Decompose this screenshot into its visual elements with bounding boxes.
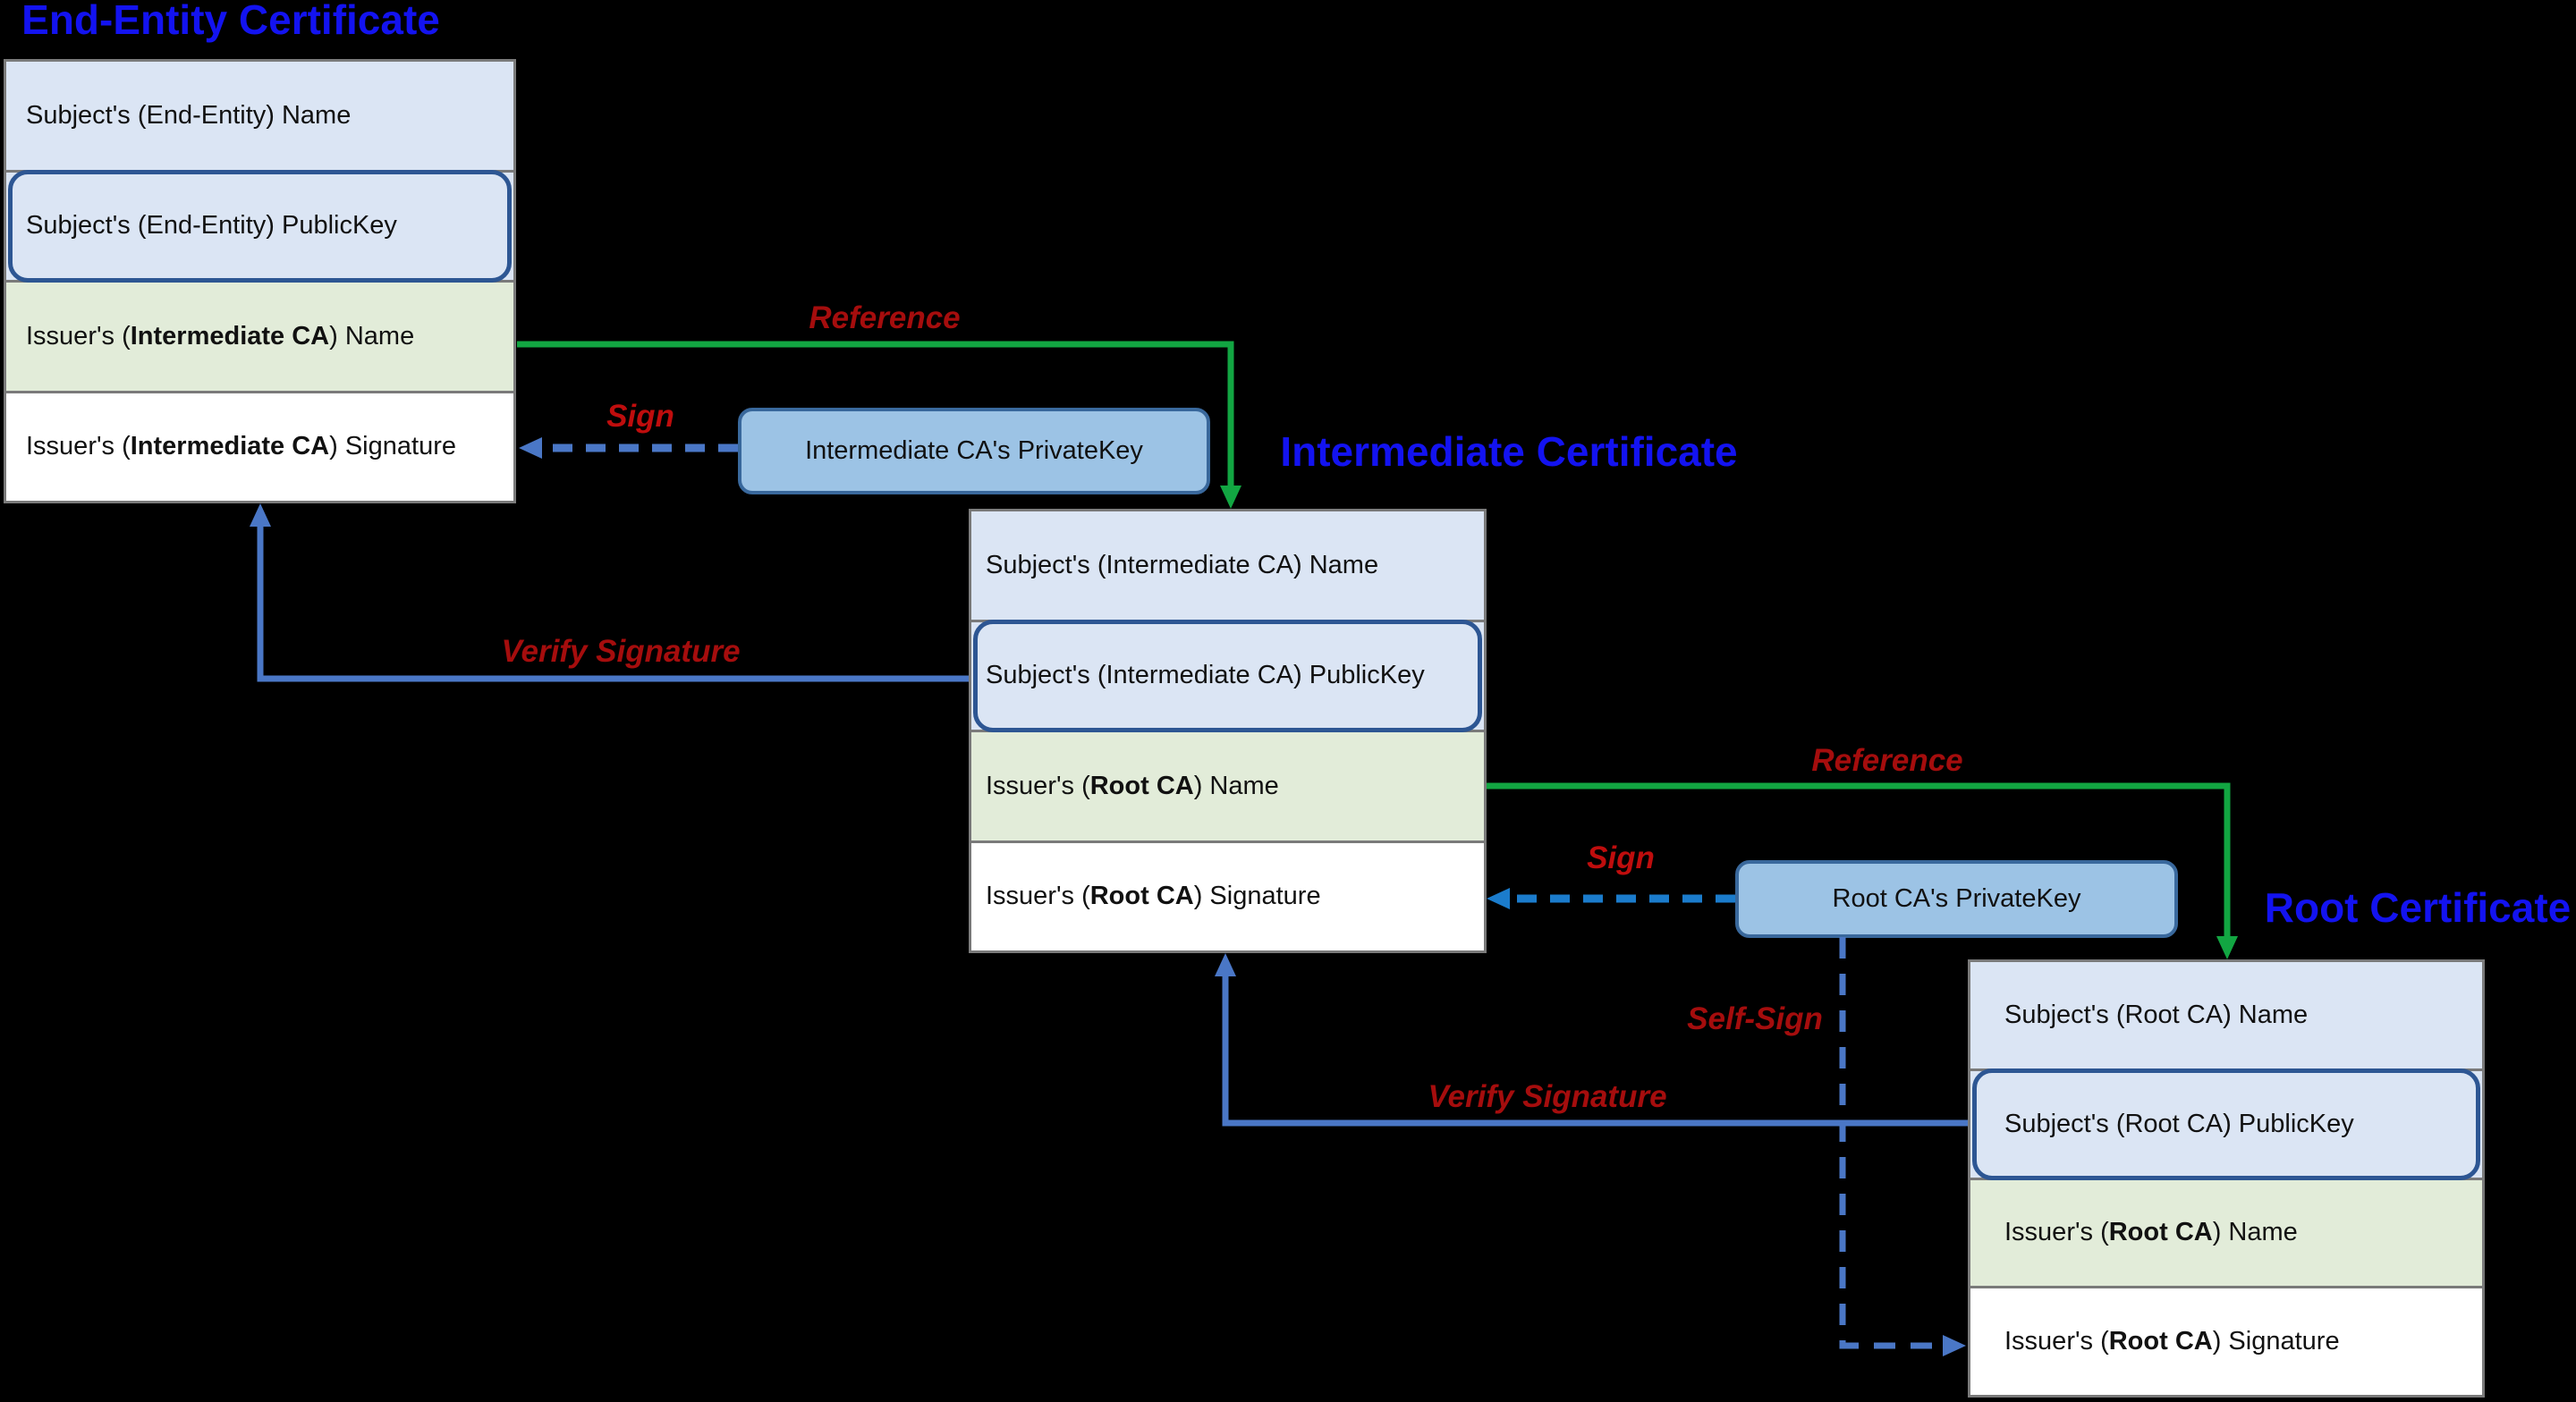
row-label: Subject's (Root CA) PublicKey: [2004, 1109, 2354, 1138]
row-label: Issuer's (Root CA) Name: [1970, 1218, 2298, 1247]
end-entity-issuer-name-row: Issuer's (Intermediate CA) Name: [6, 283, 513, 391]
label-bold: Root CA: [1089, 882, 1194, 911]
root-subject-publickey-row: Subject's (Root CA) PublicKey: [1970, 1068, 2482, 1180]
verify-signature-label-2: Verify Signature: [1428, 1079, 1667, 1114]
root-subject-name-row: Subject's (Root CA) Name: [1970, 962, 2482, 1068]
label-bold: Root CA: [2108, 1218, 2213, 1247]
end-entity-certificate-box: Subject's (End-Entity) Name Subject's (E…: [4, 59, 516, 503]
self-sign-arrow-root-privatekey: [1839, 937, 1966, 1356]
row-label: Subject's (End-Entity) PublicKey: [26, 211, 397, 241]
reference-label-1: Reference: [809, 300, 961, 335]
row-label: Subject's (Intermediate CA) PublicKey: [986, 661, 1425, 690]
root-certificate-box: Subject's (Root CA) Name Subject's (Root…: [1968, 959, 2485, 1398]
sign-label-2: Sign: [1587, 840, 1655, 875]
intermediate-certificate-box: Subject's (Intermediate CA) Name Subject…: [969, 509, 1487, 953]
row-label: Subject's (End-Entity) Name: [26, 100, 352, 130]
row-label: Issuer's (Intermediate CA) Name: [6, 322, 414, 351]
privatekey-label: Intermediate CA's PrivateKey: [805, 436, 1143, 465]
label-bold: Root CA: [1089, 771, 1194, 800]
root-issuer-name-row: Issuer's (Root CA) Name: [1970, 1179, 2482, 1287]
self-sign-label: Self-Sign: [1687, 1001, 1823, 1036]
root-issuer-signature-row: Issuer's (Root CA) Signature: [1970, 1288, 2482, 1395]
intermediate-ca-privatekey-box: Intermediate CA's PrivateKey: [738, 408, 1210, 494]
end-entity-certificate-title: End-Entity Certificate: [21, 0, 440, 43]
label-suffix: ) Signature: [329, 432, 456, 461]
reference-label-2: Reference: [1811, 743, 1963, 778]
verify-signature-label-1: Verify Signature: [501, 634, 741, 669]
label-prefix: Issuer's (: [986, 882, 1090, 911]
label-prefix: Issuer's (: [2004, 1218, 2109, 1247]
end-entity-subject-publickey-row: Subject's (End-Entity) PublicKey: [6, 169, 513, 283]
label-bold: Root CA: [2108, 1327, 2213, 1356]
label-prefix: Issuer's (: [26, 321, 131, 350]
root-certificate-title: Root Certificate: [2264, 884, 2572, 931]
sign-label-1: Sign: [606, 399, 674, 434]
label-prefix: Issuer's (: [986, 771, 1090, 800]
root-ca-privatekey-box: Root CA's PrivateKey: [1735, 860, 2178, 938]
label-suffix: ) Name: [329, 321, 415, 350]
label-bold: Intermediate CA: [130, 321, 330, 350]
intermediate-issuer-name-row: Issuer's (Root CA) Name: [971, 732, 1484, 840]
end-entity-issuer-signature-row: Issuer's (Intermediate CA) Signature: [6, 393, 513, 501]
privatekey-label: Root CA's PrivateKey: [1832, 884, 2081, 913]
row-label: Issuer's (Root CA) Signature: [971, 882, 1321, 911]
row-label: Subject's (Root CA) Name: [2004, 1000, 2309, 1029]
label-suffix: ) Signature: [2212, 1327, 2340, 1356]
label-bold: Intermediate CA: [130, 432, 330, 461]
label-prefix: Issuer's (: [2004, 1327, 2109, 1356]
intermediate-subject-publickey-row: Subject's (Intermediate CA) PublicKey: [971, 619, 1484, 732]
intermediate-certificate-title: Intermediate Certificate: [1280, 428, 1738, 475]
row-label: Issuer's (Root CA) Signature: [1970, 1327, 2340, 1356]
label-suffix: ) Name: [2212, 1218, 2298, 1247]
end-entity-subject-name-row: Subject's (End-Entity) Name: [6, 62, 513, 170]
row-label: Issuer's (Root CA) Name: [971, 772, 1279, 801]
row-label: Issuer's (Intermediate CA) Signature: [6, 432, 456, 461]
label-suffix: ) Name: [1193, 771, 1279, 800]
row-label: Subject's (Intermediate CA) Name: [986, 550, 1379, 579]
intermediate-issuer-signature-row: Issuer's (Root CA) Signature: [971, 842, 1484, 950]
intermediate-subject-name-row: Subject's (Intermediate CA) Name: [971, 511, 1484, 620]
label-suffix: ) Signature: [1193, 882, 1321, 911]
label-prefix: Issuer's (: [26, 432, 131, 461]
